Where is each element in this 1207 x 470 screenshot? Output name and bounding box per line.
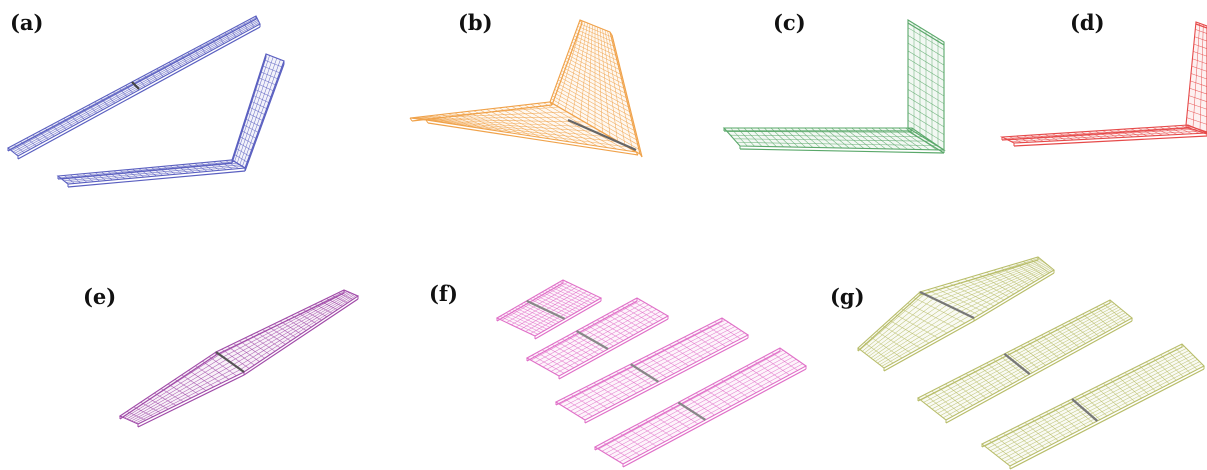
panel-label-g: (g) [830,284,865,309]
panel-label-d: (d) [1070,10,1105,35]
panel-label-b: (b) [458,10,493,35]
wing-mesh-e [118,289,360,428]
panel-label-c: (c) [773,10,806,35]
panel-label-a: (a) [10,10,44,35]
wing-mesh-g [857,256,1205,470]
wing-mesh-f [495,279,808,468]
wing-mesh-b [409,19,643,158]
panel-label-e: (e) [83,284,117,309]
panel-label-f: (f) [429,281,458,306]
wing-mesh-d [999,21,1207,147]
wing-mesh-c [722,19,946,154]
wing-mesh-a [7,15,285,188]
